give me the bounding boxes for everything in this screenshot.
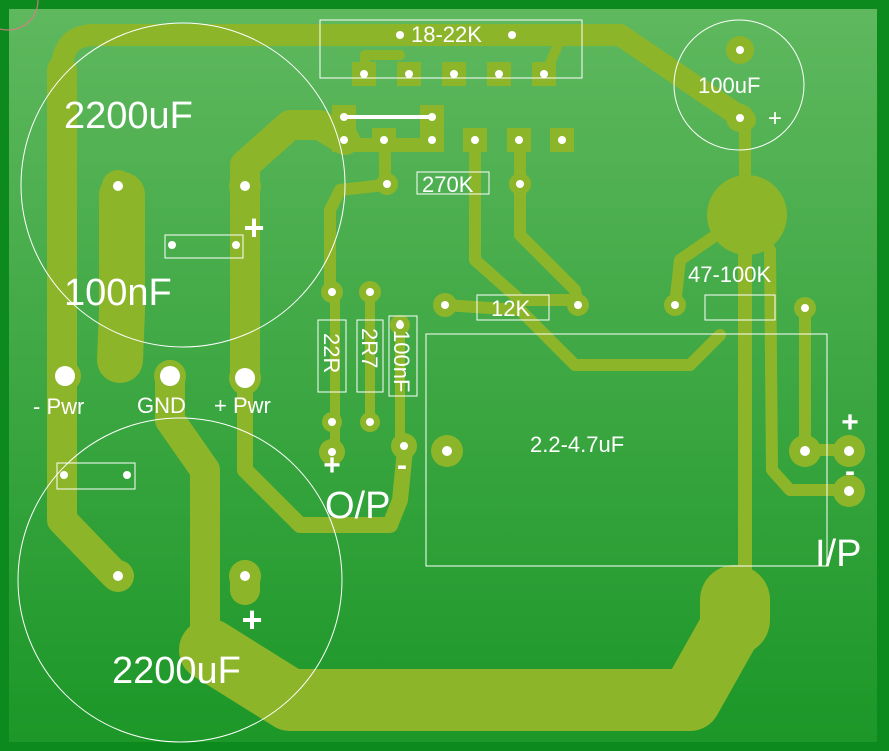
label-100uf: 100uF bbox=[698, 73, 760, 98]
label-pwr-plus: + Pwr bbox=[214, 393, 271, 418]
outline-100nf bbox=[164, 234, 244, 259]
label-2r7: 2R7 bbox=[357, 328, 382, 368]
label-12k: 12K bbox=[491, 296, 530, 321]
outline-2-2-4-7uf bbox=[425, 333, 828, 567]
label-op: O/P bbox=[325, 485, 390, 527]
copper-traces bbox=[47, 24, 854, 731]
outline-12k bbox=[476, 294, 550, 321]
outline-small-left bbox=[56, 462, 136, 490]
label-ip: I/P bbox=[815, 533, 861, 575]
trace-left-vertical bbox=[47, 55, 130, 590]
plus-100uf: + bbox=[768, 105, 782, 132]
label-270k: 270K bbox=[422, 172, 474, 197]
outline-cap-bottom-left bbox=[17, 417, 343, 743]
plus-bottom-cap: + bbox=[241, 599, 262, 640]
outline-cap-100uf bbox=[673, 19, 805, 151]
labels: 2200uF 100nF 2200uF 100uF 18-22K 270K 12… bbox=[33, 22, 861, 692]
minus-ip: - bbox=[845, 455, 855, 488]
label-res-top: 18-22K bbox=[411, 22, 482, 47]
label-gnd: GND bbox=[137, 393, 186, 418]
silkscreen bbox=[17, 19, 828, 743]
outline-47-100k bbox=[704, 294, 776, 321]
outline-2r7 bbox=[356, 319, 384, 393]
outline-22r bbox=[317, 319, 347, 393]
label-2-2-4-7uf: 2.2-4.7uF bbox=[530, 432, 624, 457]
transistor-body bbox=[707, 175, 787, 255]
trace-left-rail bbox=[79, 24, 756, 131]
minus-op: - bbox=[397, 449, 407, 482]
trace-bottom-thick bbox=[179, 589, 766, 731]
plus-100nf: + bbox=[243, 207, 264, 248]
label-pwr-minus: - Pwr bbox=[33, 394, 84, 419]
outline-100nf-small bbox=[388, 315, 418, 397]
label-cap-top-left: 2200uF bbox=[64, 95, 193, 137]
trace-pwr-rail bbox=[230, 110, 360, 395]
label-47-100k: 47-100K bbox=[688, 262, 772, 287]
plus-op: + bbox=[323, 449, 341, 482]
pads bbox=[49, 31, 865, 592]
label-100nf-small: 100nF bbox=[389, 330, 414, 392]
label-100nf: 100nF bbox=[64, 272, 172, 314]
trace-100nf-rail bbox=[97, 172, 145, 383]
outline-res-top bbox=[319, 19, 583, 79]
plus-ip: + bbox=[841, 406, 859, 439]
outline-cap-top-left bbox=[20, 22, 346, 348]
trace-12k bbox=[439, 299, 726, 371]
corner-mark bbox=[0, 0, 39, 31]
label-22r: 22R bbox=[319, 333, 344, 373]
label-cap-bottom-left: 2200uF bbox=[112, 650, 241, 692]
trace-270k-left bbox=[324, 179, 391, 296]
outline-270k bbox=[416, 171, 490, 195]
